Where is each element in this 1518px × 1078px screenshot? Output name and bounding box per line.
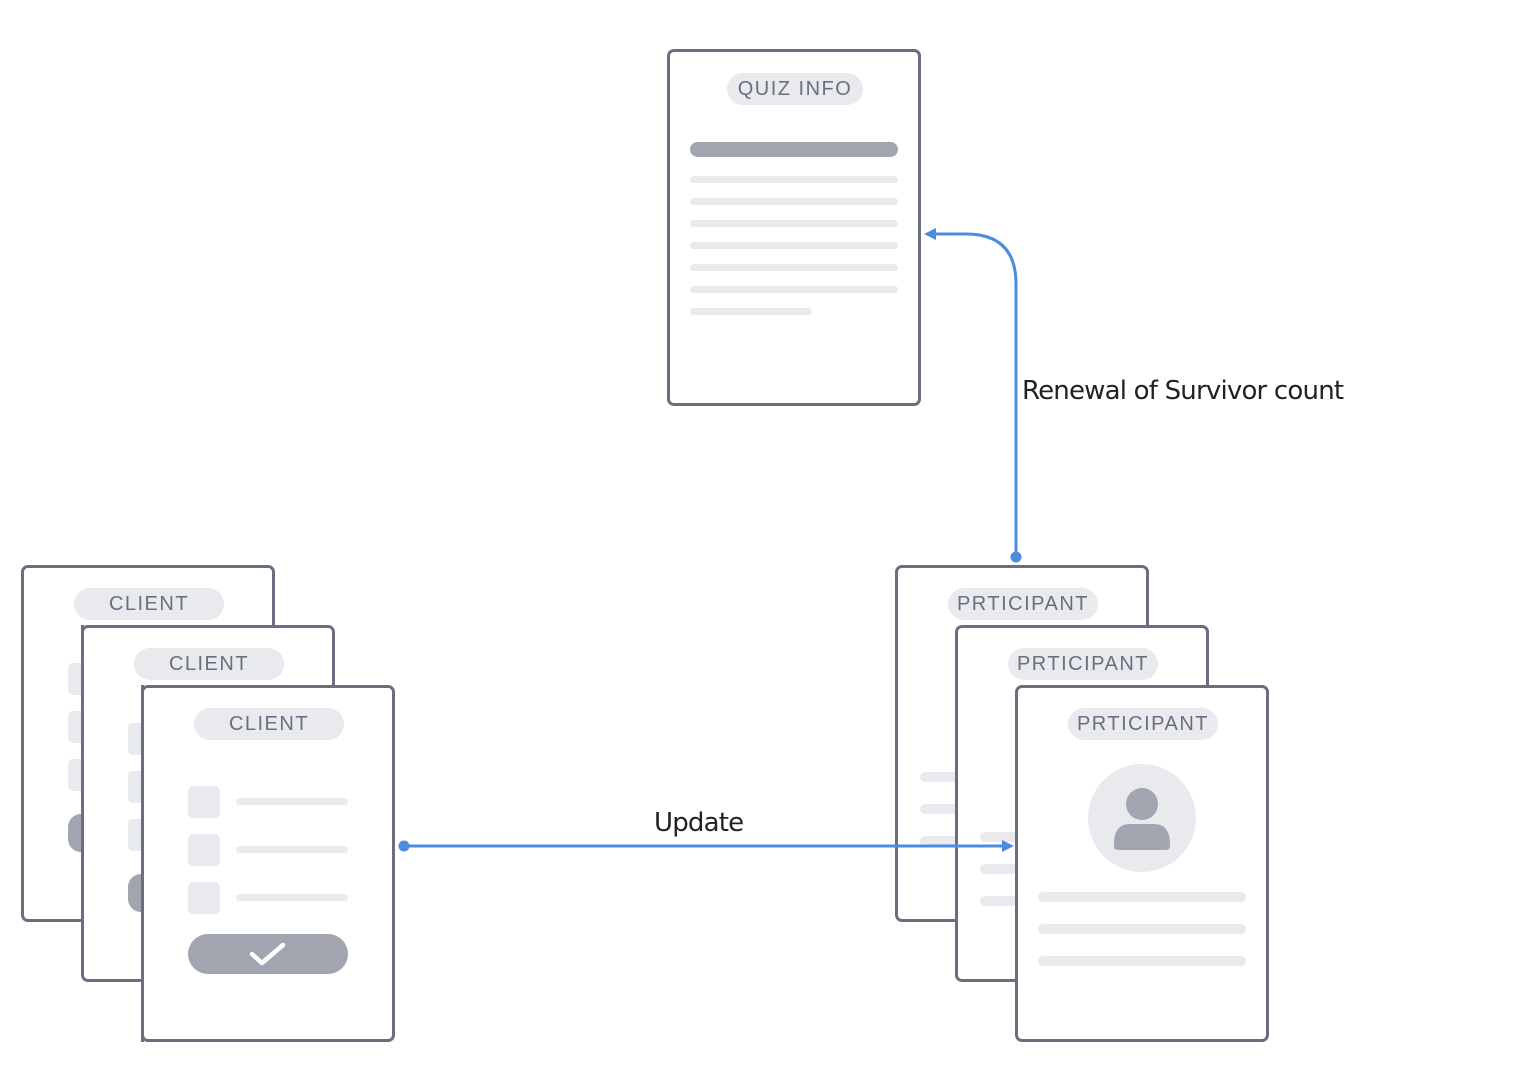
client-peek-checkbox: [68, 663, 81, 695]
answer-checkbox: [188, 834, 220, 866]
answer-checkbox: [188, 882, 220, 914]
participant-peek-line: [980, 864, 1040, 874]
renewal-label: Renewal of Survivor count: [1022, 376, 1344, 406]
quiz-text-line: [690, 176, 898, 183]
client-peek-checkbox: [68, 759, 81, 791]
update-label: Update: [654, 808, 744, 838]
answer-text-line: [236, 798, 348, 805]
participant-label: PRTICIPANT: [1008, 648, 1158, 680]
client-peek-button: [128, 874, 141, 912]
client-peek-checkbox: [68, 711, 81, 743]
participant-peek-line: [980, 896, 1040, 906]
participant-label: PRTICIPANT: [1068, 708, 1218, 740]
participant-text-line: [1038, 924, 1246, 934]
participant-label: PRTICIPANT: [948, 588, 1098, 620]
client-card-front: CLIENT: [141, 685, 395, 1042]
quiz-text-line: [690, 242, 898, 249]
participant-peek-line: [980, 832, 1040, 842]
participant-card-front: PRTICIPANT: [1015, 685, 1269, 1042]
quiz-text-line: [690, 220, 898, 227]
participant-text-line: [1038, 956, 1246, 966]
client-peek-checkbox: [128, 723, 141, 755]
update-start-dot: [398, 840, 410, 852]
quiz-title-placeholder: [690, 142, 898, 157]
participant-text-line: [1038, 892, 1246, 902]
participant-peek-line: [920, 804, 980, 814]
quiz-text-line: [690, 286, 898, 293]
participant-peek-line: [920, 836, 980, 846]
client-label: CLIENT: [134, 648, 284, 680]
check-icon: [249, 942, 286, 966]
client-peek-checkbox: [128, 771, 141, 803]
renewal-connector: [929, 232, 1018, 557]
client-card-front-edge: [141, 685, 144, 1042]
renewal-start-dot: [1010, 551, 1022, 563]
quiz-text-line: [690, 264, 898, 271]
quiz-info-card: QUIZ INFO: [667, 49, 921, 406]
submit-button: [188, 934, 348, 974]
person-icon: [1114, 788, 1170, 850]
client-peek-checkbox: [128, 819, 141, 851]
answer-text-line: [236, 894, 348, 901]
client-card-middle-edge: [81, 625, 84, 685]
quiz-text-line: [690, 308, 812, 315]
quiz-text-line: [690, 198, 898, 205]
renewal-arrowhead: [924, 228, 936, 240]
answer-text-line: [236, 846, 348, 853]
client-peek-button: [68, 814, 81, 852]
client-label: CLIENT: [74, 588, 224, 620]
quiz-info-label: QUIZ INFO: [727, 73, 863, 105]
avatar: [1088, 764, 1196, 872]
client-label: CLIENT: [194, 708, 344, 740]
answer-checkbox: [188, 786, 220, 818]
participant-peek-line: [920, 772, 980, 782]
